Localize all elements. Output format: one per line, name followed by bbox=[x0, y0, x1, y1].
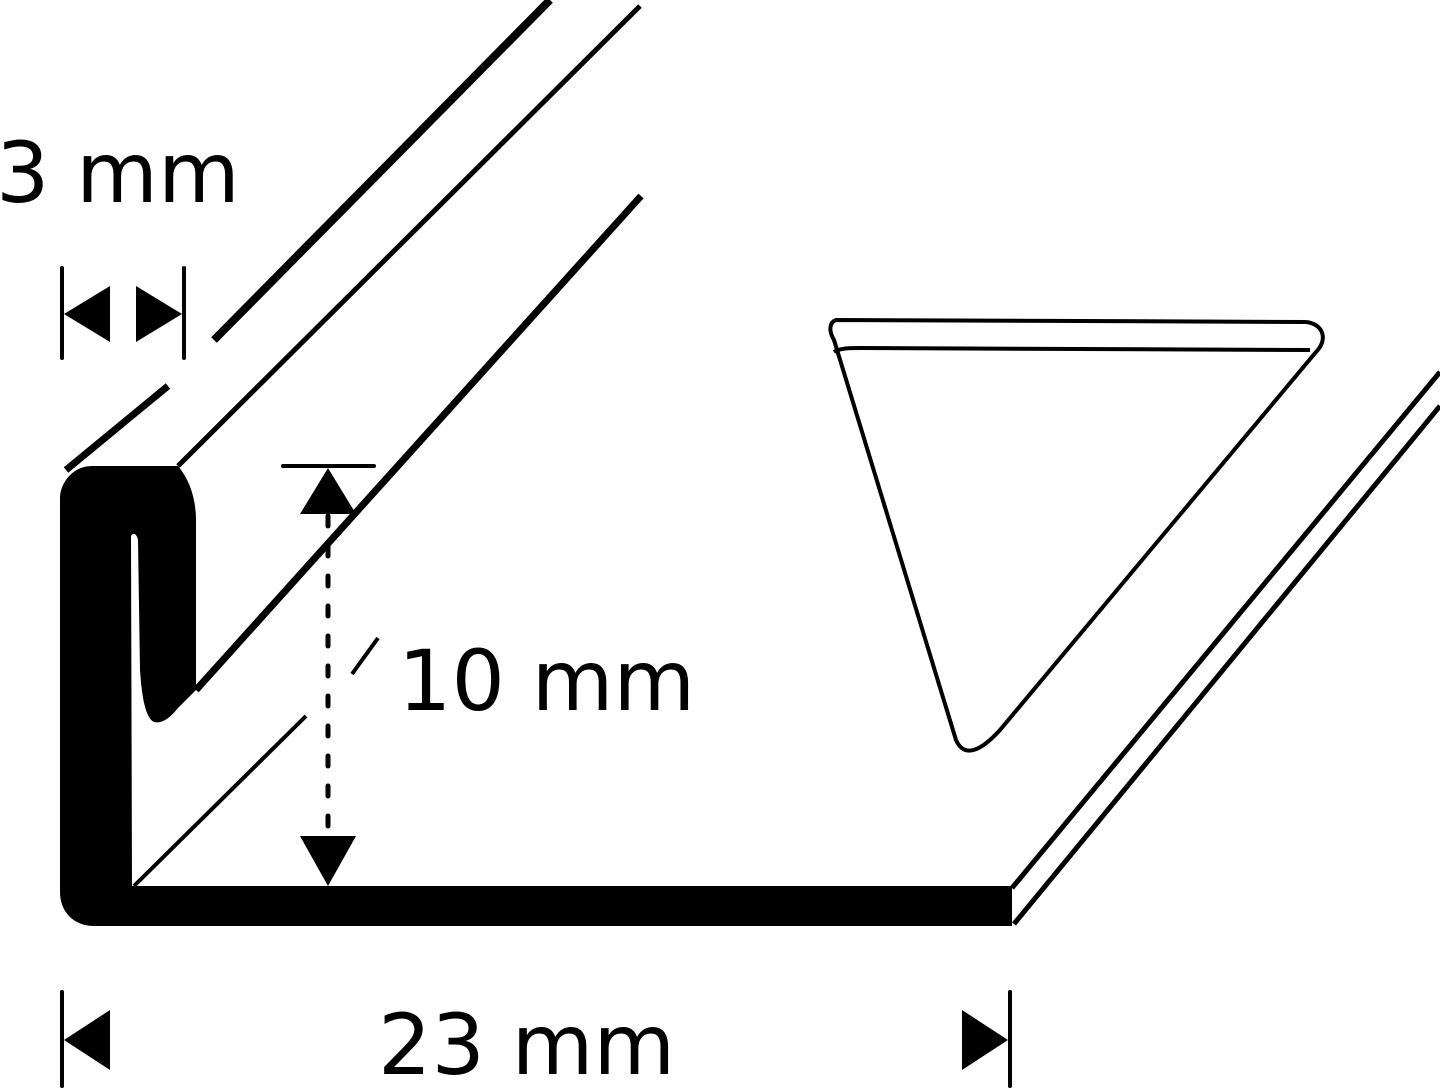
inner-corner-edge-upper bbox=[350, 636, 380, 676]
triangular-perforation-icon bbox=[828, 318, 1325, 753]
perforation-lip-line bbox=[832, 346, 1311, 354]
leg-top-front-edge bbox=[176, 4, 642, 468]
flange-bottom-far-edge bbox=[1012, 404, 1440, 926]
flange-top-far-edge bbox=[1010, 370, 1440, 890]
perforation-outline bbox=[828, 318, 1325, 753]
height-arrow-up-icon bbox=[300, 468, 356, 514]
height-label: 10 mm bbox=[398, 632, 695, 730]
leg-inner-face-edge bbox=[193, 193, 644, 693]
extrusion-lines bbox=[63, 0, 1440, 926]
dimension-thickness: 3 mm bbox=[0, 124, 240, 360]
flange-end-face bbox=[1012, 890, 1016, 918]
profile-cross-section bbox=[60, 466, 1016, 926]
height-arrow-down-icon bbox=[300, 836, 356, 886]
thickness-arrow-right-icon bbox=[136, 286, 182, 342]
thickness-arrow-left-icon bbox=[64, 286, 110, 342]
width-arrow-right-icon bbox=[962, 1010, 1008, 1070]
dimension-height: 10 mm bbox=[281, 464, 695, 886]
leg-top-back-edge bbox=[63, 383, 171, 473]
thickness-label: 3 mm bbox=[0, 124, 240, 222]
width-label: 23 mm bbox=[378, 996, 675, 1088]
leg-top-back-edge-far bbox=[211, 0, 553, 343]
inner-corner-edge-lower bbox=[132, 714, 308, 888]
profile-l-shape bbox=[60, 466, 1012, 926]
dimension-width: 23 mm bbox=[60, 990, 1012, 1088]
width-arrow-left-icon bbox=[64, 1010, 110, 1070]
